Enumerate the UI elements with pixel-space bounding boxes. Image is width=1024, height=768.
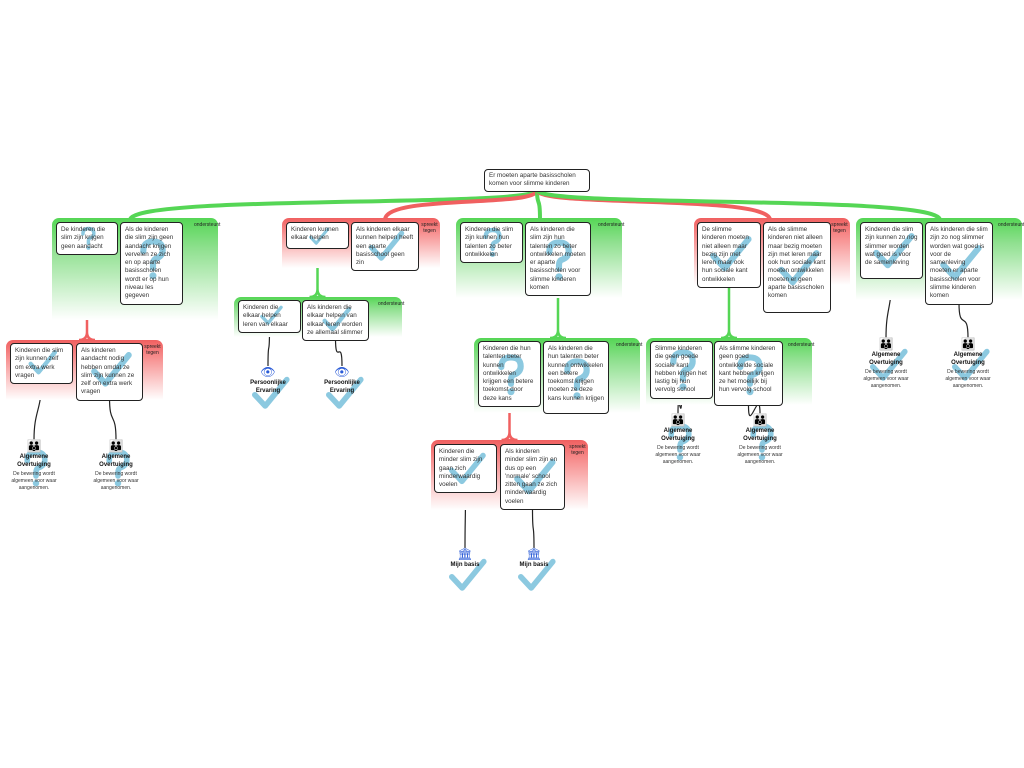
claim-box[interactable]: Kinderen die slim zijn kunnen zelf om ex… bbox=[10, 343, 73, 385]
box-text: Als de slimme kinderen niet alleen maar … bbox=[768, 226, 826, 300]
source-title: Algemene Overtuiging bbox=[17, 454, 51, 468]
box-text: Kinderen die elkaar helpen leren van elk… bbox=[243, 304, 288, 328]
inference-box[interactable]: Als kinderen die slim zijn zo nog slimme… bbox=[925, 222, 993, 305]
source-algemene-overtuiging[interactable]: 👪Algemene Overtuiging De bewering wordt a… bbox=[720, 414, 800, 466]
relation-label: ondersteunt bbox=[616, 342, 643, 348]
inference-box[interactable]: Als kinderen die slim zijn hun talenten … bbox=[525, 222, 591, 297]
box-text: De slimme kinderen moeten niet alleen ma… bbox=[702, 226, 749, 283]
box-text: Als kinderen die elkaar helpen van elkaa… bbox=[307, 304, 363, 336]
relation-label: ondersteunt bbox=[598, 222, 625, 228]
box-text: Als slimme kinderen geen goed ontwikkeld… bbox=[719, 345, 776, 394]
source-title: Mijn basis bbox=[519, 562, 549, 568]
source-description: De bewering wordt algemeen voor waar aan… bbox=[945, 369, 991, 389]
pillar-icon: 🏛 bbox=[526, 547, 542, 561]
eye-icon: 👁 bbox=[260, 365, 276, 379]
source-description: De bewering wordt algemeen voor waar aan… bbox=[863, 369, 909, 389]
source-description: De bewering wordt algemeen voor waar aan… bbox=[737, 445, 783, 465]
claim-box[interactable]: De kinderen die slim zijn krijgen geen a… bbox=[56, 222, 118, 255]
claim-box[interactable]: Kinderen die slim zijn kunnen zo nog sli… bbox=[860, 222, 923, 279]
source-link bbox=[531, 508, 535, 549]
source-algemene-overtuiging[interactable]: 👪Algemene Overtuiging De bewering wordt a… bbox=[76, 440, 156, 492]
root-claim[interactable]: Er moeten aparte basisscholen komen voor… bbox=[484, 169, 590, 192]
relation-label: spreekt tegen bbox=[144, 344, 161, 356]
relation-label: spreekt tegen bbox=[831, 222, 848, 234]
box-text: Als kinderen aandacht nodig hebben omdat… bbox=[81, 347, 135, 396]
source-title: Persoonlijke Ervaring bbox=[324, 380, 360, 394]
box-text: Als kinderen die slim zijn hun talenten … bbox=[530, 226, 586, 292]
source-title: Algemene Overtuiging bbox=[869, 352, 903, 366]
relation-label: ondersteunt bbox=[788, 342, 815, 348]
people-icon: 👪 bbox=[752, 413, 768, 427]
source-algemene-overtuiging[interactable]: 👪Algemene Overtuiging De bewering wordt a… bbox=[846, 338, 926, 390]
inference-box[interactable]: Als kinderen die hun talenten beter kunn… bbox=[543, 341, 609, 414]
source-algemene-overtuiging[interactable]: 👪Algemene Overtuiging De bewering wordt a… bbox=[638, 414, 718, 466]
root-link bbox=[383, 189, 539, 221]
box-text: Kinderen kunnen elkaar helpen bbox=[291, 226, 339, 242]
box-text: Kinderen die hun talenten beter kunnen o… bbox=[483, 345, 534, 402]
source-algemene-overtuiging[interactable]: 👪Algemene Overtuiging De bewering wordt a… bbox=[0, 440, 74, 492]
box-text: Als kinderen minder slim zijn en dus op … bbox=[505, 448, 558, 505]
claim-box[interactable]: Slimme kinderen die geen goede sociale k… bbox=[650, 341, 713, 399]
source-title: Algemene Overtuiging bbox=[743, 428, 777, 442]
eye-icon: 👁 bbox=[334, 365, 350, 379]
inference-box[interactable]: Als kinderen die elkaar helpen van elkaa… bbox=[302, 300, 369, 342]
claim-box[interactable]: Kinderen kunnen elkaar helpen bbox=[286, 222, 349, 249]
source-title: Mijn basis bbox=[450, 562, 480, 568]
inference-box[interactable]: Als de slimme kinderen niet alleen maar … bbox=[763, 222, 831, 313]
people-icon: 👪 bbox=[108, 439, 124, 453]
source-link bbox=[747, 403, 761, 417]
box-text: Als kinderen die slim zijn zo nog slimme… bbox=[930, 226, 988, 300]
support-link bbox=[720, 286, 738, 340]
root-link bbox=[128, 188, 539, 222]
source-link bbox=[267, 329, 271, 367]
box-text: De kinderen die slim zijn krijgen geen a… bbox=[61, 226, 106, 250]
box-text: Als de kinderen die slim zijn geen aanda… bbox=[125, 226, 174, 300]
pillar-icon: 🏛 bbox=[457, 547, 473, 561]
inference-box[interactable]: Als slimme kinderen geen goed ontwikkeld… bbox=[714, 341, 783, 406]
claim-box[interactable]: De slimme kinderen moeten niet alleen ma… bbox=[697, 222, 761, 289]
box-text: Slimme kinderen die geen goede sociale k… bbox=[655, 345, 707, 394]
source-description: De bewering wordt algemeen voor waar aan… bbox=[11, 471, 57, 491]
relation-label: spreekt tegen bbox=[569, 444, 586, 456]
box-text: Kinderen die slim zijn kunnen zo nog sli… bbox=[865, 226, 918, 267]
source-link bbox=[958, 302, 969, 339]
source-title: Algemene Overtuiging bbox=[99, 454, 133, 468]
source-title: Persoonlijke Ervaring bbox=[250, 380, 286, 394]
inference-box[interactable]: Als kinderen aandacht nodig hebben omdat… bbox=[76, 343, 143, 401]
support-link bbox=[549, 295, 567, 340]
claim-box[interactable]: Kinderen die slim zijn kunnen hun talent… bbox=[460, 222, 523, 264]
source-title: Algemene Overtuiging bbox=[661, 428, 695, 442]
source-description: De bewering wordt algemeen voor waar aan… bbox=[93, 471, 139, 491]
box-text: Kinderen die slim zijn kunnen hun talent… bbox=[465, 226, 514, 258]
relation-label: spreekt tegen bbox=[421, 222, 438, 234]
root-link bbox=[535, 188, 942, 222]
inference-box[interactable]: Als de kinderen die slim zijn geen aanda… bbox=[120, 222, 183, 305]
inference-box[interactable]: Als kinderen elkaar kunnen helpen heeft … bbox=[351, 222, 419, 272]
people-icon: 👪 bbox=[960, 337, 976, 351]
box-text: Als kinderen die hun talenten beter kunn… bbox=[548, 345, 605, 402]
source-link bbox=[334, 337, 343, 367]
relation-label: ondersteunt bbox=[998, 222, 1024, 228]
source-mijn-basis[interactable]: 🏛Mijn basis bbox=[494, 547, 574, 591]
box-text: Kinderen die minder slim zijn gaan zich … bbox=[439, 448, 483, 489]
source-persoonlijke-ervaring[interactable]: 👁Persoonlijke Ervaring bbox=[228, 365, 308, 409]
box-text: Kinderen die slim zijn kunnen zelf om ex… bbox=[15, 347, 64, 379]
claim-box[interactable]: Kinderen die elkaar helpen leren van elk… bbox=[238, 300, 301, 333]
people-icon: 👪 bbox=[26, 439, 42, 453]
relation-label: ondersteunt bbox=[194, 222, 221, 228]
source-mijn-basis[interactable]: 🏛Mijn basis bbox=[425, 547, 505, 591]
box-text: Als kinderen elkaar kunnen helpen heeft … bbox=[356, 226, 414, 267]
claim-box[interactable]: Kinderen die minder slim zijn gaan zich … bbox=[434, 444, 497, 494]
relation-label: ondersteunt bbox=[378, 301, 405, 307]
inference-box[interactable]: Als kinderen minder slim zijn en dus op … bbox=[500, 444, 565, 511]
source-persoonlijke-ervaring[interactable]: 👁Persoonlijke Ervaring bbox=[302, 365, 382, 409]
source-link bbox=[108, 396, 117, 441]
people-icon: 👪 bbox=[670, 413, 686, 427]
root-link bbox=[535, 188, 772, 221]
source-description: De bewering wordt algemeen voor waar aan… bbox=[655, 445, 701, 465]
people-icon: 👪 bbox=[878, 337, 894, 351]
claim-box[interactable]: Kinderen die hun talenten beter kunnen o… bbox=[478, 341, 541, 408]
source-title: Algemene Overtuiging bbox=[951, 352, 985, 366]
source-algemene-overtuiging[interactable]: 👪Algemene Overtuiging De bewering wordt a… bbox=[928, 338, 1008, 390]
